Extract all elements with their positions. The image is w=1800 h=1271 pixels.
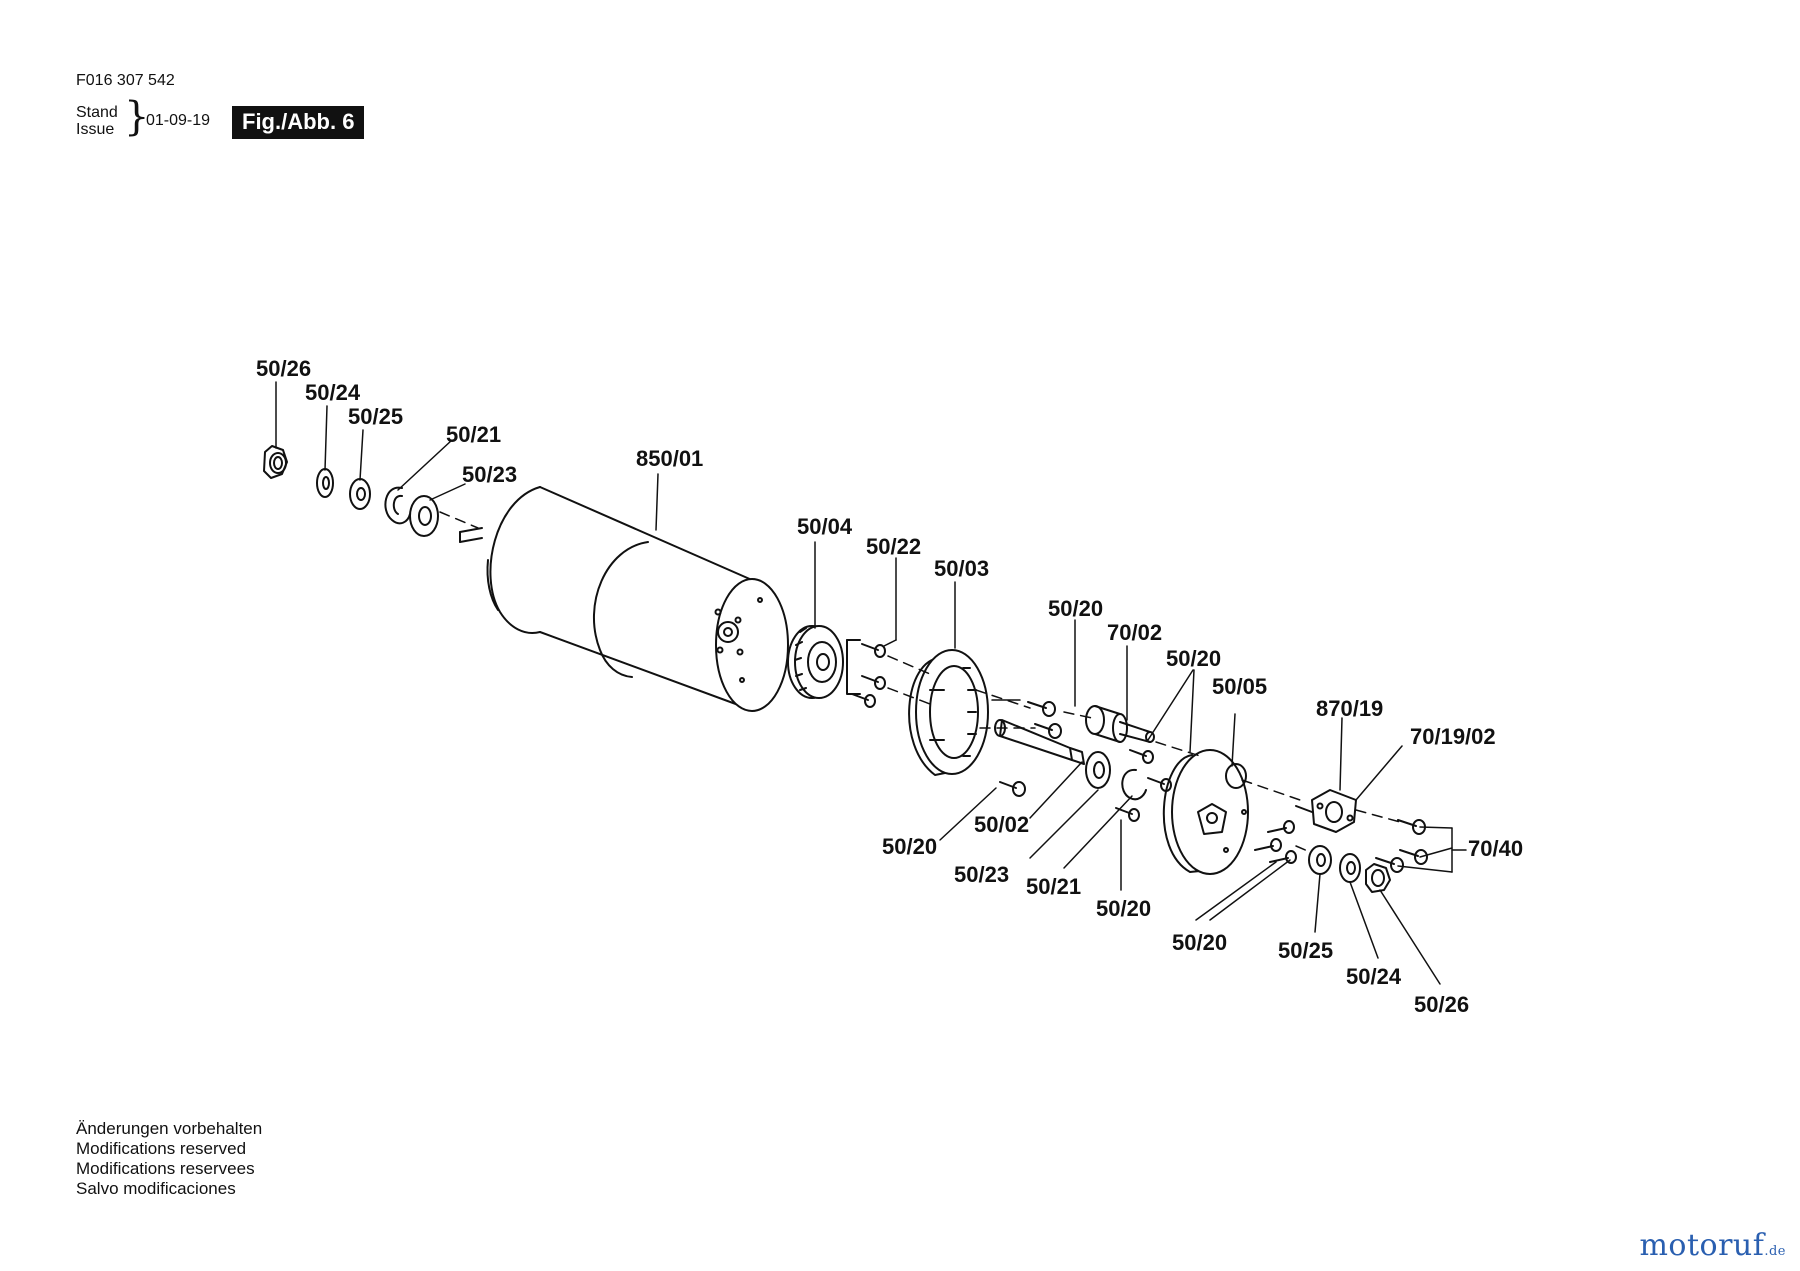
screw-set-50-22: [846, 639, 886, 708]
note-french: Modifications reservees: [76, 1159, 255, 1178]
nut-part-left: [263, 445, 288, 479]
callout-50-20-a: 50/20: [1048, 596, 1103, 621]
issue-date: 01-09-19: [146, 112, 211, 129]
figure-badge: Fig./Abb. 6: [232, 106, 365, 139]
screw-set-50-20-upper: [999, 701, 1062, 797]
brace-glyph: }: [124, 94, 150, 140]
screw-set-70-40: [1375, 819, 1428, 873]
leader-lines: [275, 381, 1467, 985]
watermark-logo: motoruf.de: [1639, 1228, 1786, 1263]
callout-70-02: 70/02: [1107, 620, 1162, 645]
assembly-axes: [439, 511, 1401, 853]
callout-70-40: 70/40: [1468, 836, 1523, 861]
screw-set-50-20-middle: [1115, 749, 1172, 822]
callout-50-24-top: 50/24: [305, 380, 361, 405]
callout-50-20-b: 50/20: [1166, 646, 1221, 671]
watermark-tld: .de: [1764, 1244, 1786, 1259]
pinion-part: [1085, 705, 1155, 743]
callout-50-23-bot: 50/23: [954, 862, 1009, 887]
end-cap-part: [1162, 749, 1249, 875]
retaining-clip-middle: [1121, 768, 1147, 801]
callout-labels: 50/26 50/24 50/25 50/21 50/23 850/01 50/…: [256, 356, 1523, 1017]
washer-large-left: [409, 495, 439, 537]
ring-gear-part: [908, 649, 989, 776]
note-english: Modifications reserved: [76, 1139, 247, 1158]
lock-washer-left: [316, 468, 334, 498]
callout-50-04: 50/04: [797, 514, 853, 539]
bearing-part: [787, 625, 844, 699]
callout-870-19: 870/19: [1316, 696, 1383, 721]
shaft-part: [994, 719, 1085, 765]
callout-50-21-bot: 50/21: [1026, 874, 1081, 899]
callout-50-25-bot: 50/25: [1278, 938, 1333, 963]
callout-50-25-top: 50/25: [348, 404, 403, 429]
callout-50-20-d: 50/20: [1096, 896, 1151, 921]
callout-50-03: 50/03: [934, 556, 989, 581]
retaining-clip-left: [384, 486, 411, 525]
lock-washer-right: [1339, 853, 1361, 883]
callout-50-26-bot: 50/26: [1414, 992, 1469, 1017]
callout-50-20-c: 50/20: [882, 834, 937, 859]
stand-label: Stand: [76, 104, 118, 121]
screw-set-50-20-right: [1254, 820, 1297, 864]
document-number: F016 307 542: [76, 72, 175, 89]
flat-washer-left: [349, 478, 371, 510]
note-german: Änderungen vorbehalten: [76, 1119, 263, 1138]
callout-50-20-e: 50/20: [1172, 930, 1227, 955]
callout-50-23-top: 50/23: [462, 462, 517, 487]
note-spanish: Salvo modificaciones: [76, 1179, 236, 1198]
modification-notes: Änderungen vorbehalten Modifications res…: [76, 1119, 262, 1199]
callout-50-26-top: 50/26: [256, 356, 311, 381]
callout-850-01: 850/01: [636, 446, 703, 471]
flat-washer-right: [1308, 845, 1332, 875]
callout-70-19-02: 70/19/02: [1410, 724, 1496, 749]
bracket-part: [1295, 789, 1357, 833]
issue-label: Issue: [76, 121, 115, 138]
callout-50-24-bot: 50/24: [1346, 964, 1402, 989]
callout-50-02: 50/02: [974, 812, 1029, 837]
callout-50-05: 50/05: [1212, 674, 1267, 699]
motor-housing-part: [459, 486, 789, 712]
washer-middle: [1085, 751, 1111, 789]
callout-50-21-top: 50/21: [446, 422, 501, 447]
nut-part-right: [1365, 863, 1391, 893]
watermark-main: motoruf: [1639, 1228, 1765, 1263]
stand-issue-label: Stand Issue: [76, 104, 118, 138]
callout-50-22: 50/22: [866, 534, 921, 559]
